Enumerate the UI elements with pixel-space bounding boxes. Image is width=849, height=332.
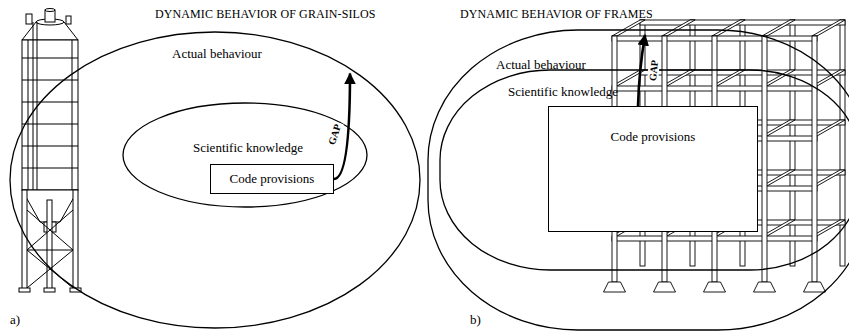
frame-column [762, 36, 767, 282]
silo-ring [22, 57, 78, 58]
region-label: Scientific knowledge [508, 84, 618, 99]
panel-title: DYNAMIC BEHAVIOR OF GRAIN-SILOS [155, 7, 376, 22]
scientific-knowledge-region: Scientific knowledgeCode provisions [123, 103, 367, 207]
frame-footing [704, 282, 726, 292]
region-outline-path [10, 32, 420, 328]
silo-ring [22, 145, 78, 146]
frame-column [812, 36, 817, 282]
panel-title: DYNAMIC BEHAVIOR OF FRAMES [460, 7, 653, 22]
actual-behaviour-region: Actual behaviourScientific knowledgeCode… [10, 32, 420, 328]
frame-footing [754, 282, 776, 292]
actual-behaviour-region: Actual behaviourScientific knowledgeCode… [428, 30, 849, 330]
frame-footing [654, 282, 676, 292]
region-label: Actual behaviour [172, 46, 262, 61]
frame-depth-beam [662, 20, 695, 36]
silo-ring [22, 101, 78, 102]
panel-letter: b) [470, 312, 481, 327]
box-label: Code provisions [549, 129, 757, 144]
frame-footing [604, 282, 626, 292]
code-provisions-box: Code provisions [548, 106, 758, 232]
region-outline-path [428, 30, 849, 330]
edge-label: GAP [326, 121, 344, 148]
panel-letter: a) [10, 312, 20, 327]
silo-rings [22, 58, 78, 168]
frame-depth-beam [762, 20, 795, 36]
box-label: Code provisions [211, 171, 333, 186]
code-provisions-box: Code provisions [210, 164, 334, 194]
frame-depth-beam [612, 20, 645, 36]
region-outline-path [123, 103, 367, 207]
frame-footing [804, 282, 826, 292]
silo-illustration [19, 9, 81, 293]
frame-depth-beam [812, 20, 845, 36]
frame-column [790, 20, 795, 266]
silo-ring [22, 123, 78, 124]
frame-depth-beam [712, 20, 745, 36]
silo-ring [22, 167, 78, 168]
region-outline-path [440, 70, 849, 270]
region-label: Actual behaviour [496, 57, 586, 72]
silo-ring [22, 79, 78, 80]
edge-label: GAP [647, 58, 660, 84]
region-label: Scientific knowledge [193, 140, 303, 155]
scientific-knowledge-region: Scientific knowledgeCode provisions [440, 70, 849, 270]
